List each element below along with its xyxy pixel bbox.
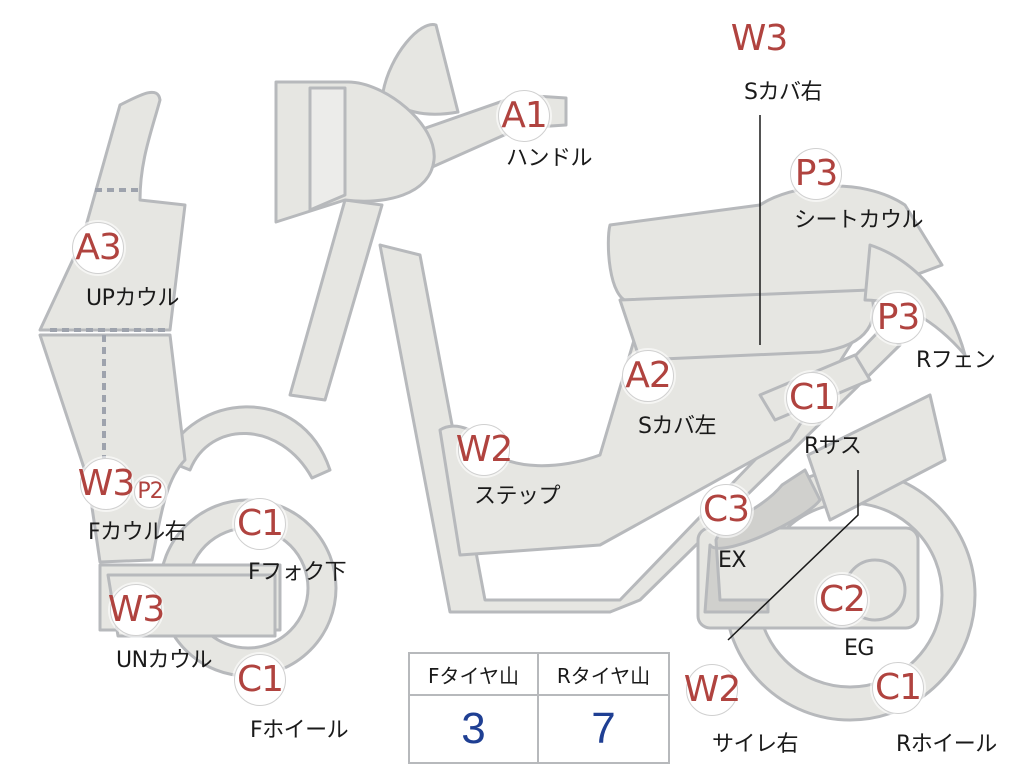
part-label-seat-cowl: シートカウル xyxy=(794,208,924,233)
front-fender xyxy=(163,405,332,480)
part-code-s-cover-right: W3 xyxy=(730,18,789,59)
part-label-s-cover-right: Sカバ右 xyxy=(744,80,822,105)
part-label-f-cowl-right: Fカウル右 xyxy=(88,520,187,545)
part-code-un-cowl: W3 xyxy=(108,584,165,636)
part-label-engine: EG xyxy=(844,636,874,661)
rear-tire-tread-header: Rタイヤ山 xyxy=(539,654,668,696)
part-code-silencer-right: W2 xyxy=(684,664,741,716)
part-label-s-cover-left: Sカバ左 xyxy=(638,414,716,439)
rear-tire-tread-value: 7 xyxy=(591,704,616,753)
upper-cowl xyxy=(38,90,187,332)
part-code-f-cowl-right: W3 xyxy=(78,458,135,510)
part-code-r-fender: P3 xyxy=(872,292,924,344)
seat xyxy=(606,184,944,304)
part-code-seat-cowl: P3 xyxy=(790,148,842,200)
part-code-step: W2 xyxy=(456,424,513,476)
part-label-f-wheel: Fホイール xyxy=(250,718,349,743)
part-code-exhaust: C3 xyxy=(700,484,752,536)
part-code-f-cowl-right-secondary: P2 xyxy=(134,476,166,508)
part-label-f-fork-lower: Fフォク下 xyxy=(248,560,347,585)
part-code-f-fork-lower: C1 xyxy=(234,498,286,550)
part-label-silencer-right: サイレ右 xyxy=(712,732,799,757)
part-code-s-cover-left: A2 xyxy=(622,350,674,402)
part-label-handle: ハンドル xyxy=(506,146,593,171)
part-label-r-suspension: Rサス xyxy=(804,434,862,459)
part-code-up-cowl: A3 xyxy=(72,222,124,274)
tire-tread-table: Fタイヤ山 Rタイヤ山 3 7 xyxy=(408,652,670,764)
part-code-r-suspension: C1 xyxy=(786,372,838,424)
steering-column xyxy=(288,198,384,402)
muffler xyxy=(806,393,947,522)
part-label-up-cowl: UPカウル xyxy=(86,286,179,311)
part-label-r-fender: Rフェン xyxy=(916,348,996,373)
leader-silencer xyxy=(727,470,859,641)
rear-body xyxy=(618,288,875,362)
part-label-r-wheel: Rホイール xyxy=(896,732,997,757)
part-label-exhaust: EX xyxy=(718,548,746,573)
part-code-f-wheel: C1 xyxy=(234,654,286,706)
part-label-step: ステップ xyxy=(474,484,561,509)
front-tire-tread-value: 3 xyxy=(410,696,539,762)
part-label-un-cowl: UNカウル xyxy=(116,648,213,673)
part-code-handle: A1 xyxy=(498,90,550,142)
part-code-engine: C2 xyxy=(816,574,868,626)
headlight-lens xyxy=(308,86,347,212)
front-tire-tread-header: Fタイヤ山 xyxy=(410,654,539,696)
part-code-r-wheel: C1 xyxy=(872,662,924,714)
